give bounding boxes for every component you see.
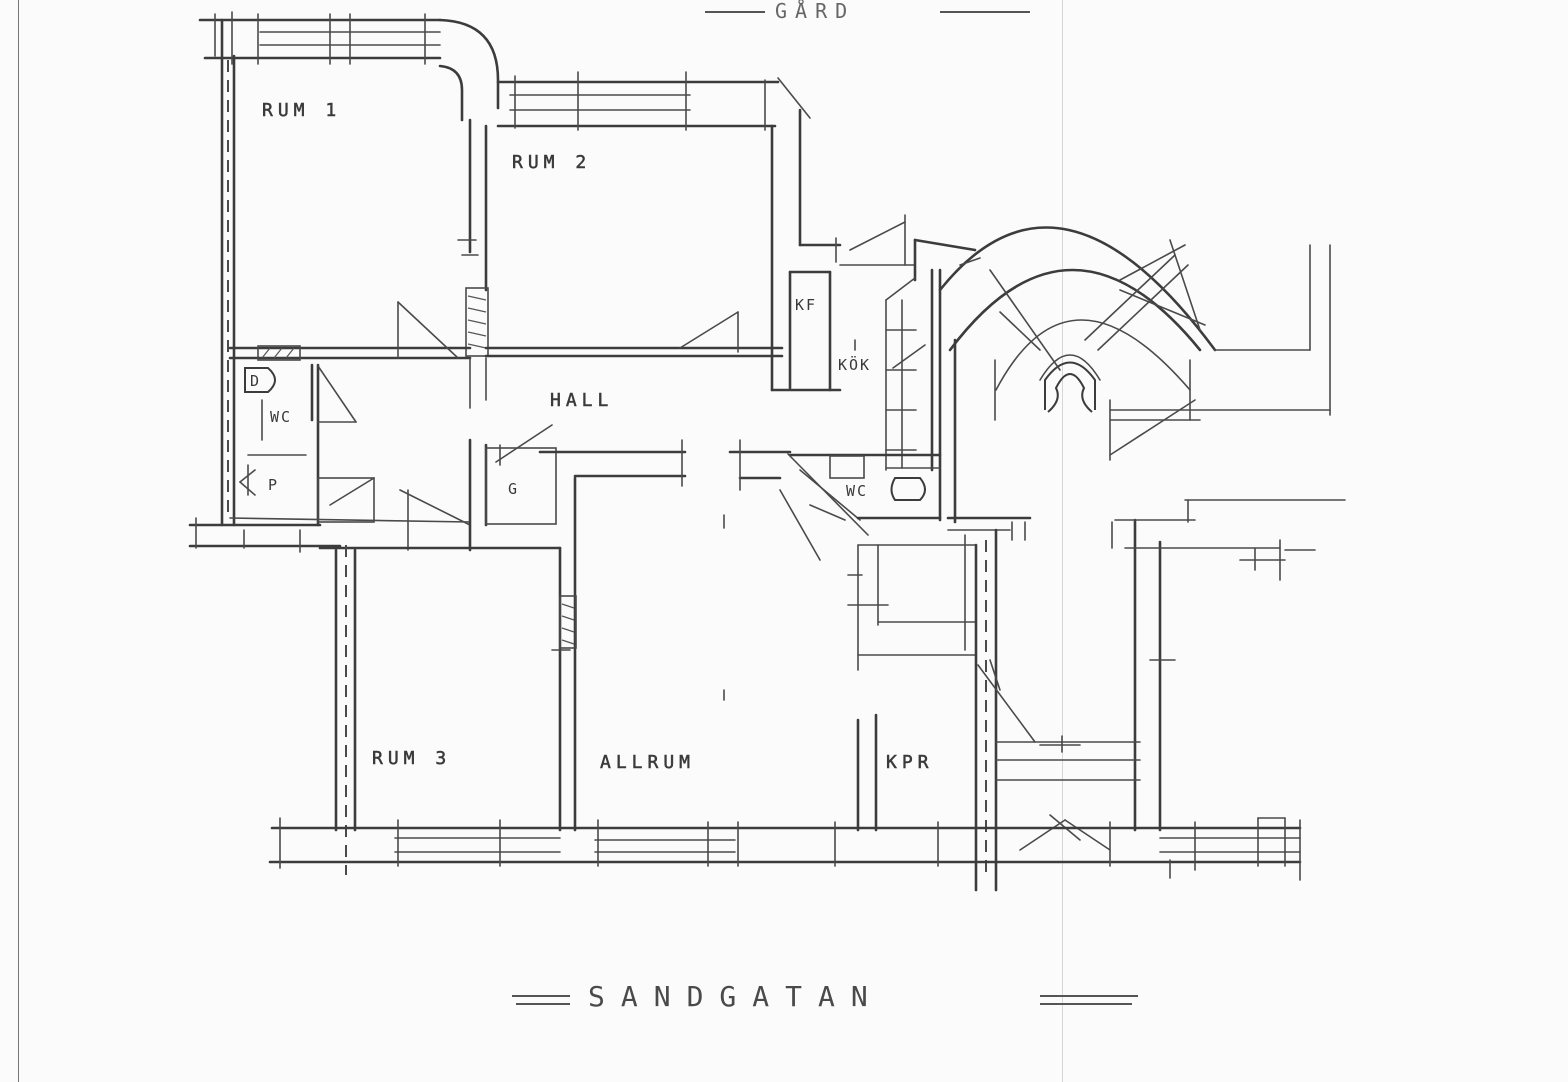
courtyard-label: GÅRD: [775, 0, 855, 23]
paper-fold-line: [1062, 0, 1063, 1082]
kitchen-label: KÖK: [838, 355, 871, 374]
street-caption: SANDGATAN: [512, 980, 1138, 1013]
room2-label: RUM 2: [512, 152, 591, 173]
shower-icon: [244, 367, 276, 393]
living-room-label: ALLRUM: [600, 752, 695, 773]
wc-right-label: WC: [846, 482, 868, 500]
hall-label: HALL: [550, 390, 613, 411]
kf-label: KF: [795, 296, 817, 314]
toilet-icon: [890, 477, 926, 501]
bay-window: [938, 226, 1331, 524]
room3-label: RUM 3: [372, 748, 451, 769]
bathroom-right: WC: [779, 453, 1032, 671]
d-label: D: [250, 372, 261, 390]
room1-label: RUM 1: [262, 100, 341, 121]
hall-area: G: [318, 424, 792, 701]
g-label: G: [508, 480, 519, 498]
room-labels: RUM 1 RUM 2 HALL KF KÖK RUM 3 ALLRUM KPR: [262, 100, 934, 774]
exterior-walls: [188, 11, 811, 553]
wc-left-label: WC: [270, 408, 292, 426]
street-label: SANDGATAN: [588, 980, 884, 1013]
lower-partitions: [334, 476, 1036, 892]
upper-partitions: [228, 118, 784, 409]
paper-left-edge: [18, 0, 19, 1082]
p-label: P: [268, 476, 279, 494]
courtyard-caption: GÅRD: [705, 0, 1030, 23]
kpr-label: KPR: [886, 752, 934, 773]
bathroom-left: D WC P: [229, 363, 471, 527]
stairwell: [995, 499, 1346, 851]
kitchen-block: [770, 214, 977, 522]
street-wall: [268, 817, 1302, 881]
